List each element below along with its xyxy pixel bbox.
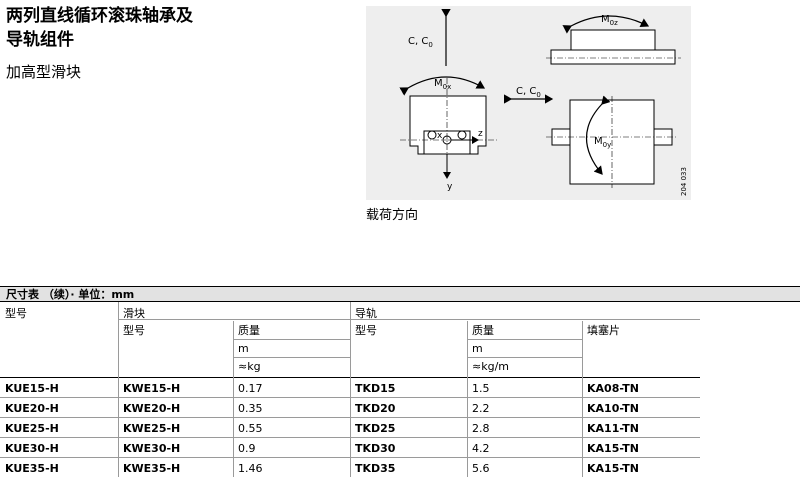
header-model: 型号 [5, 307, 27, 320]
cell-rail: TKD30 [355, 442, 396, 455]
rail-unit-divider [467, 339, 582, 340]
cell-rail: TKD35 [355, 462, 396, 475]
cell-model: KUE15-H [5, 382, 59, 395]
table-heading: 尺寸表 （续）· 单位：mm [0, 286, 800, 302]
table-row: KUE35-H KWE35-H 1.46 TKD35 5.6 KA15-TN [0, 458, 800, 478]
group-divider [118, 319, 700, 320]
cell-carriage-mass: 0.17 [238, 382, 263, 395]
cell-rail-mass: 4.2 [472, 442, 490, 455]
col-divider-carriage [118, 302, 119, 477]
y-axis-label: y [447, 182, 453, 192]
m0y-label: M0y [594, 136, 611, 149]
cell-carriage: KWE15-H [123, 382, 181, 395]
dimension-table: 尺寸表 （续）· 单位：mm 型号 滑块 导轨 型号 质量 m ≈kg 型号 质… [0, 286, 800, 478]
diagram-caption: 载荷方向 [366, 208, 419, 223]
cell-model: KUE30-H [5, 442, 59, 455]
header-rail-mass-symbol: m [472, 342, 483, 355]
table-row: KUE15-H KWE15-H 0.17 TKD15 1.5 KA08-TN [0, 378, 800, 398]
cell-rail-mass: 5.6 [472, 462, 490, 475]
c-c0-top-label: C, C0 [408, 36, 433, 49]
cell-carriage-mass: 0.55 [238, 422, 263, 435]
cell-model: KUE35-H [5, 462, 59, 475]
header-carriage-mass-unit: ≈kg [238, 360, 261, 373]
title-line-2: 导轨组件 [6, 30, 74, 50]
col-divider-rail-mass [467, 321, 468, 477]
group-header-row: 型号 滑块 导轨 [0, 302, 800, 320]
x-axis-label: x [437, 131, 443, 141]
col-divider-rail [350, 302, 351, 477]
cell-carriage-mass: 0.35 [238, 402, 263, 415]
ball-right [457, 130, 467, 140]
table-row: KUE25-H KWE25-H 0.55 TKD25 2.8 KA11-TN [0, 418, 800, 438]
c-c0-right-label: C, C0 [516, 86, 541, 99]
m0x-moment-arc [399, 76, 486, 96]
header-carriage-mass: 质量 [238, 324, 260, 337]
z-axis-label: z [478, 129, 483, 139]
ball-left [427, 130, 437, 140]
cell-carriage-mass: 0.9 [238, 442, 256, 455]
header-carriage: 滑块 [123, 307, 145, 320]
cell-model: KUE20-H [5, 402, 59, 415]
m0x-label: M0x [434, 78, 451, 91]
cell-rail: TKD20 [355, 402, 396, 415]
carriage-unit-divider [233, 339, 350, 340]
header-rail-model: 型号 [355, 324, 377, 337]
header-filler: 填塞片 [587, 324, 620, 337]
cell-filler: KA08-TN [587, 382, 640, 395]
cell-filler: KA10-TN [587, 402, 640, 415]
col-divider-carriage-mass [233, 321, 234, 477]
cell-carriage: KWE25-H [123, 422, 181, 435]
col-divider-filler [582, 321, 583, 477]
header-rail-mass: 质量 [472, 324, 494, 337]
cell-rail-mass: 2.2 [472, 402, 490, 415]
cell-rail-mass: 2.8 [472, 422, 490, 435]
cell-carriage-mass: 1.46 [238, 462, 263, 475]
cell-carriage: KWE30-H [123, 442, 181, 455]
m0y-moment-arc [585, 95, 611, 175]
page-subtitle: 加高型滑块 [6, 63, 82, 81]
cell-rail: TKD15 [355, 382, 396, 395]
cell-rail-mass: 1.5 [472, 382, 490, 395]
header-carriage-model: 型号 [123, 324, 145, 337]
header-rail: 导轨 [355, 307, 377, 320]
table-row: KUE30-H KWE30-H 0.9 TKD30 4.2 KA15-TN [0, 438, 800, 458]
header-carriage-mass-symbol: m [238, 342, 249, 355]
figure-number: 204 033 [680, 167, 688, 196]
rail-side-view [550, 49, 676, 65]
cell-rail: TKD25 [355, 422, 396, 435]
load-direction-diagram: C, C0 M0x x z y C, C0 M0z M0y [366, 6, 691, 200]
cell-filler: KA15-TN [587, 442, 640, 455]
m0z-label: M0z [601, 14, 618, 27]
table-row: KUE20-H KWE20-H 0.35 TKD20 2.2 KA10-TN [0, 398, 800, 418]
cell-filler: KA15-TN [587, 462, 640, 475]
cell-carriage: KWE35-H [123, 462, 181, 475]
title-line-1: 两列直线循环滚珠轴承及 [6, 6, 193, 26]
header-rail-mass-unit: ≈kg/m [472, 360, 509, 373]
m0z-moment-arc [562, 15, 650, 34]
page-title: 两列直线循环滚珠轴承及 导轨组件 [6, 4, 193, 52]
cell-model: KUE25-H [5, 422, 59, 435]
rail-unit-divider-2 [467, 357, 582, 358]
cell-carriage: KWE20-H [123, 402, 181, 415]
sub-header-row: 型号 质量 m ≈kg 型号 质量 m ≈kg/m 填塞片 [0, 320, 800, 377]
cell-filler: KA11-TN [587, 422, 640, 435]
carriage-unit-divider-2 [233, 357, 350, 358]
